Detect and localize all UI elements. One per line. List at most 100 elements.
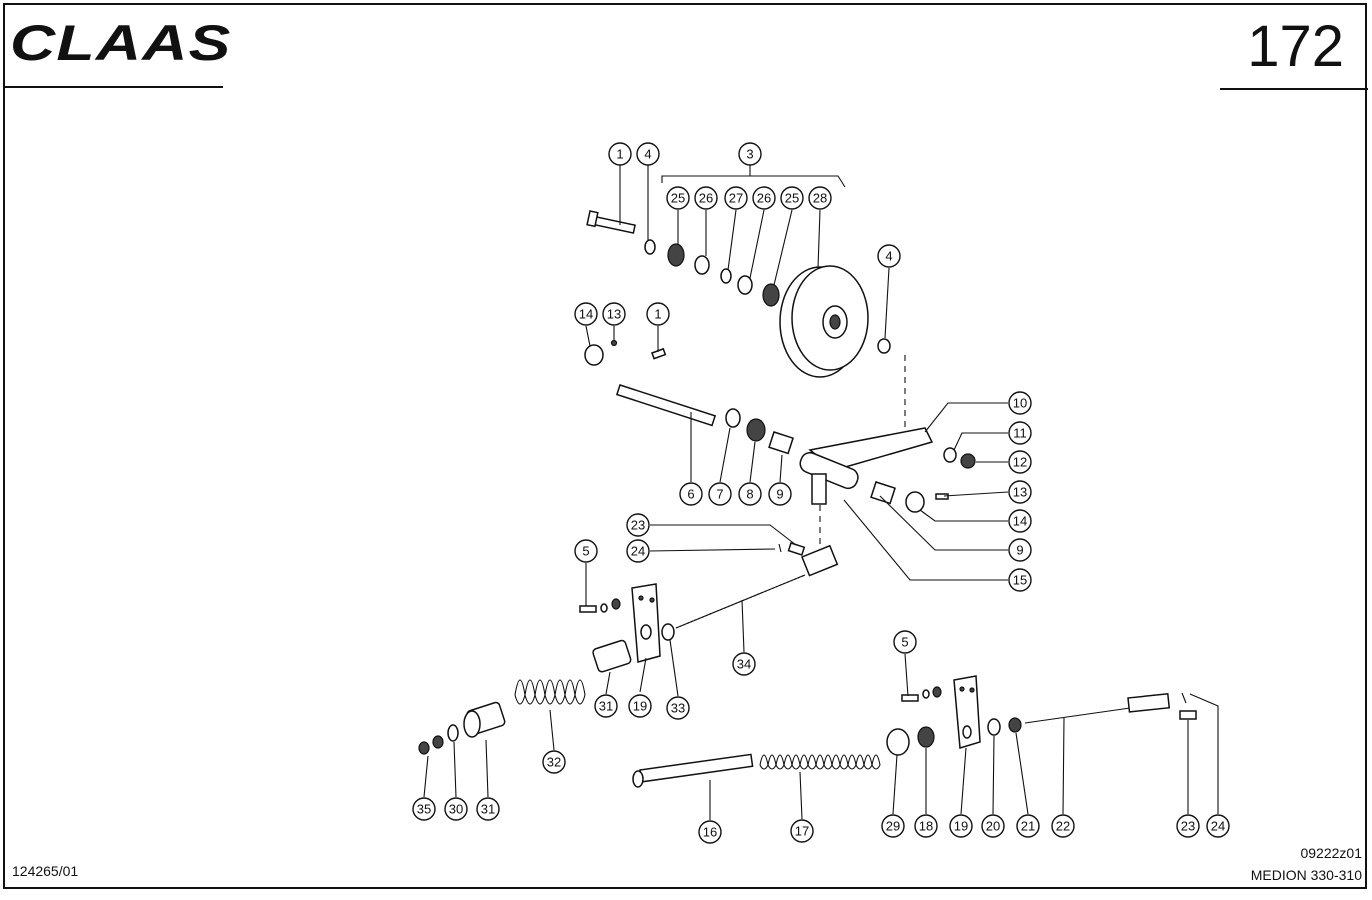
callout-32: 32 bbox=[542, 750, 566, 774]
svg-text:30: 30 bbox=[449, 802, 463, 817]
svg-text:25: 25 bbox=[671, 191, 685, 206]
callout-24b: 24 bbox=[1206, 814, 1230, 838]
callout-12: 12 bbox=[1008, 450, 1032, 474]
svg-text:1: 1 bbox=[654, 307, 661, 322]
bracket-19a bbox=[631, 583, 661, 663]
svg-text:32: 32 bbox=[547, 755, 561, 770]
doc-number: 124265/01 bbox=[12, 863, 79, 879]
pulley-28 bbox=[779, 265, 869, 378]
svg-text:15: 15 bbox=[1013, 573, 1027, 588]
svg-text:9: 9 bbox=[1016, 543, 1023, 558]
bushing-8 bbox=[746, 418, 766, 442]
callout-29: 29 bbox=[881, 814, 905, 838]
svg-text:34: 34 bbox=[737, 657, 751, 672]
washer-7 bbox=[725, 408, 741, 428]
washer-30 bbox=[447, 724, 459, 742]
svg-text:5: 5 bbox=[901, 635, 908, 650]
washer-20 bbox=[987, 718, 1001, 736]
svg-text:1: 1 bbox=[616, 147, 623, 162]
callout-14: 14 bbox=[574, 302, 598, 326]
callout-7: 7 bbox=[708, 482, 732, 506]
callout-2: 1 bbox=[608, 142, 632, 166]
ring-26b bbox=[737, 275, 753, 295]
callout-16: 16 bbox=[698, 820, 722, 844]
callout-11: 11 bbox=[1008, 421, 1032, 445]
sleeve-9b bbox=[870, 481, 896, 505]
callout-19b: 19 bbox=[949, 814, 973, 838]
svg-text:5: 5 bbox=[582, 544, 589, 559]
header-rule-left bbox=[3, 86, 223, 88]
callout-35: 35 bbox=[412, 797, 436, 821]
washer-11 bbox=[943, 447, 957, 463]
svg-text:22: 22 bbox=[1056, 819, 1070, 834]
svg-text:21: 21 bbox=[1021, 819, 1035, 834]
svg-text:7: 7 bbox=[716, 487, 723, 502]
nut-4 bbox=[644, 239, 656, 255]
svg-text:18: 18 bbox=[919, 819, 933, 834]
bracket-19b bbox=[953, 675, 981, 749]
callout-9b: 9 bbox=[1008, 538, 1032, 562]
svg-text:29: 29 bbox=[886, 819, 900, 834]
bushing-18 bbox=[917, 726, 935, 748]
shaft-6 bbox=[615, 384, 717, 427]
spring-cap-31a bbox=[592, 639, 632, 673]
callout-8: 8 bbox=[738, 482, 762, 506]
svg-text:13: 13 bbox=[607, 307, 621, 322]
callout-23b: 23 bbox=[1176, 814, 1200, 838]
svg-text:24: 24 bbox=[631, 544, 645, 559]
brand-logo: CLAAS bbox=[10, 15, 232, 71]
nut-4b bbox=[877, 338, 891, 354]
svg-text:11: 11 bbox=[1013, 426, 1027, 441]
callout-34: 34 bbox=[732, 652, 756, 676]
model-name: MEDION 330-310 bbox=[1250, 867, 1362, 883]
rod-22 bbox=[1024, 692, 1171, 724]
rod-16 bbox=[632, 753, 754, 788]
svg-text:10: 10 bbox=[1013, 396, 1027, 411]
svg-text:31: 31 bbox=[599, 699, 613, 714]
callout-31: 31 bbox=[594, 694, 618, 718]
callout-17: 17 bbox=[790, 819, 814, 843]
callout-15: 15 bbox=[1008, 568, 1032, 592]
collar-14b bbox=[905, 491, 925, 513]
collar-14 bbox=[584, 344, 604, 366]
cup-29 bbox=[886, 728, 910, 756]
page-number: 172 bbox=[1247, 14, 1344, 79]
callout-3: 3 bbox=[738, 142, 762, 166]
svg-text:28: 28 bbox=[813, 191, 827, 206]
callout-21: 21 bbox=[1016, 814, 1040, 838]
bolt-2 bbox=[586, 210, 636, 234]
spring-17 bbox=[759, 754, 881, 770]
svg-text:27: 27 bbox=[729, 191, 743, 206]
callout-14b: 14 bbox=[1008, 509, 1032, 533]
tension-arm-10 bbox=[799, 427, 934, 505]
ring-26a bbox=[694, 255, 710, 275]
svg-text:3: 3 bbox=[746, 147, 753, 162]
callout-18: 18 bbox=[914, 814, 938, 838]
svg-text:19: 19 bbox=[954, 819, 968, 834]
callout-19: 19 bbox=[628, 694, 652, 718]
nut-35b bbox=[418, 741, 430, 755]
callout-5b: 5 bbox=[893, 630, 917, 654]
page-frame bbox=[3, 3, 1367, 889]
ring-27 bbox=[720, 268, 732, 284]
svg-text:14: 14 bbox=[579, 307, 593, 322]
svg-text:9: 9 bbox=[776, 487, 783, 502]
callout-6: 6 bbox=[679, 482, 703, 506]
svg-text:6: 6 bbox=[687, 487, 694, 502]
svg-text:26: 26 bbox=[757, 191, 771, 206]
svg-text:17: 17 bbox=[795, 824, 809, 839]
svg-text:4: 4 bbox=[644, 147, 651, 162]
bearing-25a bbox=[667, 243, 685, 267]
svg-text:14: 14 bbox=[1013, 514, 1027, 529]
svg-text:8: 8 bbox=[746, 487, 753, 502]
nut-21 bbox=[1008, 717, 1022, 733]
bearing-25b bbox=[762, 283, 780, 307]
svg-text:13: 13 bbox=[1013, 485, 1027, 500]
spring-32 bbox=[514, 679, 586, 705]
callout-13b: 13 bbox=[1008, 480, 1032, 504]
svg-text:19: 19 bbox=[633, 699, 647, 714]
callout-13: 13 bbox=[602, 302, 626, 326]
callout-28: 28 bbox=[808, 186, 832, 210]
leader-lines bbox=[423, 165, 1219, 820]
callout-1: 1 bbox=[646, 302, 670, 326]
